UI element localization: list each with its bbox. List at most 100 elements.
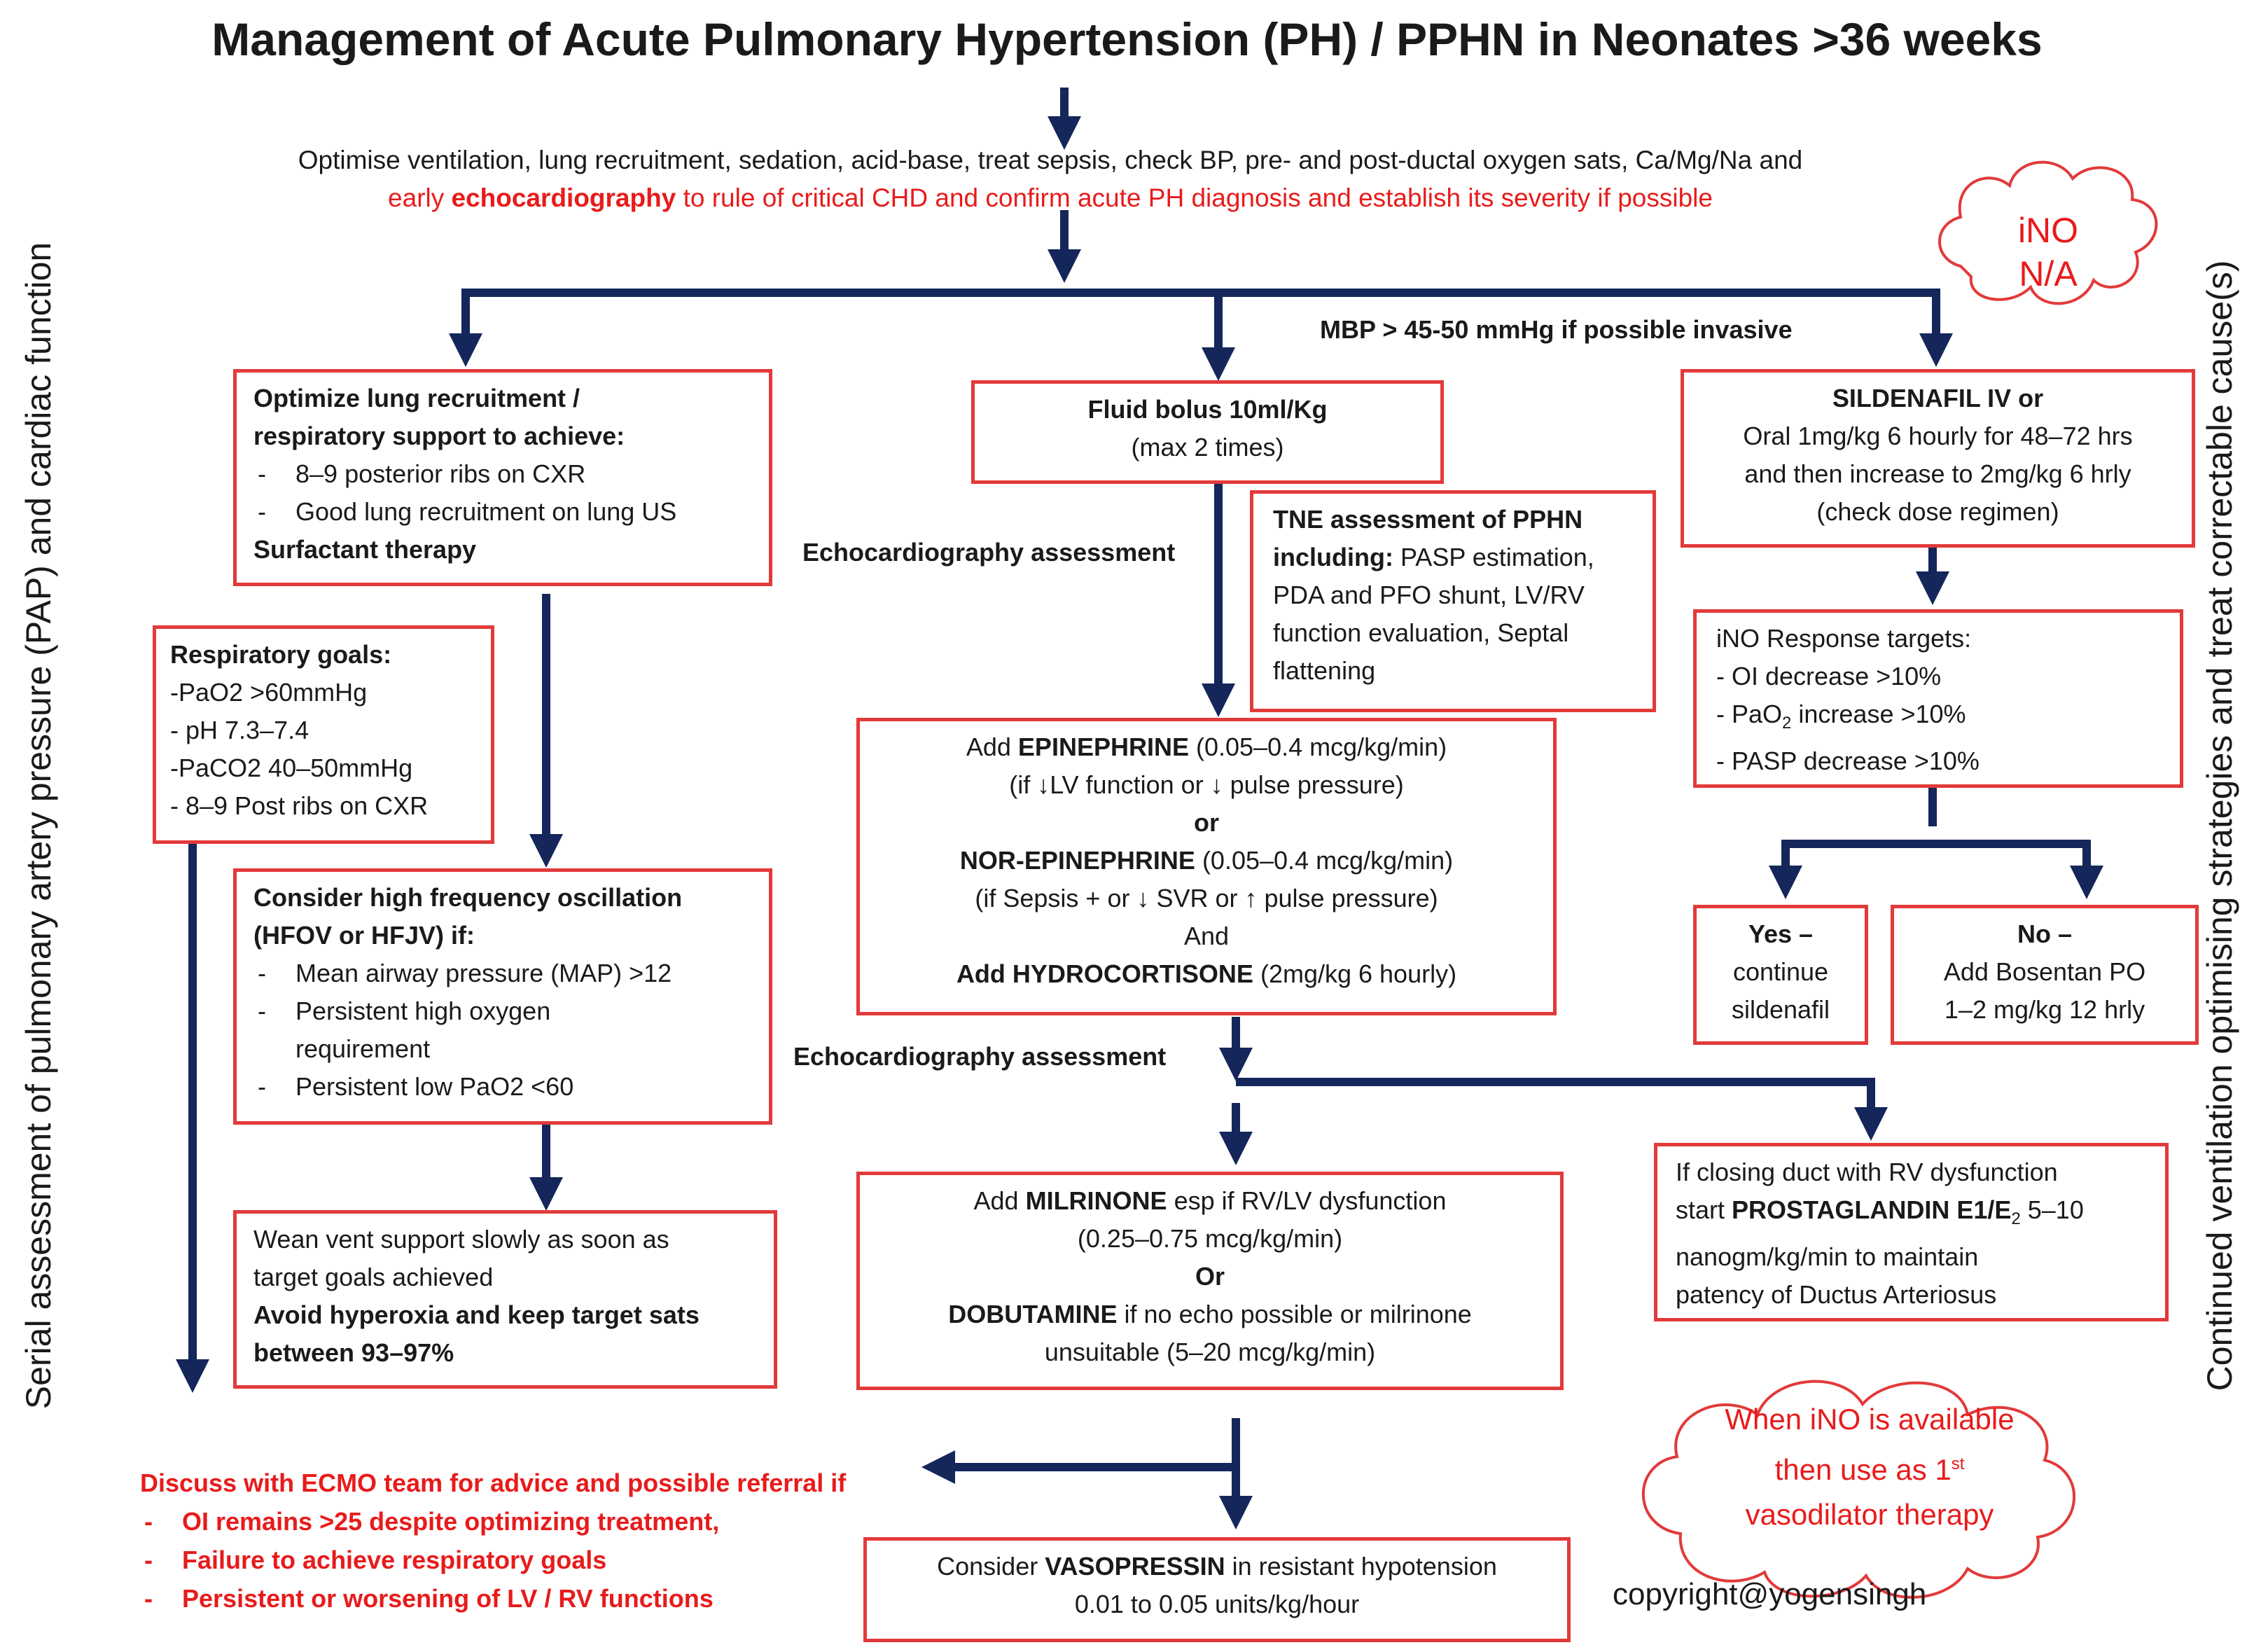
ino-na-line-2: N/A bbox=[2019, 254, 2078, 293]
mil-l1-bold: MILRINONE bbox=[1025, 1186, 1167, 1215]
pg-l2-pre: start bbox=[1676, 1195, 1732, 1224]
epi-line-7: Add HYDROCORTISONE (2mg/kg 6 hourly) bbox=[877, 955, 1536, 993]
pg-line-2: start PROSTAGLANDIN E1/E2 5–10 bbox=[1676, 1191, 2147, 1238]
epi-l1-bold: EPINEPHRINE bbox=[1017, 733, 1189, 761]
ino-available-text: When iNO is available then use as 1st va… bbox=[1674, 1397, 2066, 1537]
epi-l4-post: (0.05–0.4 mcg/kg/min) bbox=[1195, 846, 1454, 875]
ino-target-line-1: - OI decrease >10% bbox=[1716, 662, 1942, 690]
resp-goal-line: -PaO2 >60mmHg bbox=[170, 678, 368, 707]
copyright: copyright@yogensingh bbox=[1613, 1577, 1927, 1611]
resp-goals-heading: Respiratory goals: bbox=[170, 640, 392, 669]
sil-line-2: Oral 1mg/kg 6 hourly for 48–72 hrs bbox=[1743, 422, 2133, 450]
sildenafil-box: SILDENAFIL IV or Oral 1mg/kg 6 hourly fo… bbox=[1681, 369, 2195, 548]
no-line-1: No – bbox=[2017, 919, 2072, 948]
ino-available-cloud bbox=[1641, 1380, 2076, 1599]
sil-line-3: and then increase to 2mg/kg 6 hrly bbox=[1744, 459, 2131, 488]
left-side-label: Serial assessment of pulmonary artery pr… bbox=[19, 242, 58, 1410]
mil-l1-post: esp if RV/LV dysfunction bbox=[1167, 1186, 1447, 1215]
pg-line-3: nanogm/kg/min to maintain bbox=[1676, 1242, 1979, 1272]
ino-available-sup: st bbox=[1951, 1455, 1965, 1473]
hfo-box: Consider high frequency oscillation (HFO… bbox=[233, 868, 772, 1125]
ino-na-cloud bbox=[1938, 160, 2158, 305]
tne-bold-2: including: bbox=[1273, 543, 1393, 571]
resp-goal-line: -PaCO2 40–50mmHg bbox=[170, 754, 413, 782]
ino-available-line-1: When iNO is available bbox=[1725, 1403, 2015, 1436]
prostaglandin-box: If closing duct with RV dysfunction star… bbox=[1654, 1143, 2169, 1321]
lung-item: Good lung recruitment on lung US bbox=[253, 493, 752, 531]
ino-target-l2-pre: - PaO bbox=[1716, 700, 1783, 728]
mil-or: Or bbox=[1195, 1262, 1225, 1291]
pg-l2-sub: 2 bbox=[2011, 1209, 2021, 1229]
epi-line-1: Add EPINEPHRINE (0.05–0.4 mcg/kg/min) bbox=[877, 728, 1536, 766]
epi-line-4: NOR-EPINEPHRINE (0.05–0.4 mcg/kg/min) bbox=[877, 842, 1536, 880]
epi-l4-bold: NOR-EPINEPHRINE bbox=[959, 846, 1195, 875]
resp-goal-line: - pH 7.3–7.4 bbox=[170, 716, 309, 744]
ecmo-heading: Discuss with ECMO team for advice and po… bbox=[140, 1469, 847, 1497]
resp-goal-line: - 8–9 Post ribs on CXR bbox=[170, 791, 429, 820]
ecmo-item: Failure to achieve respiratory goals bbox=[140, 1541, 846, 1579]
mil-l4-post: if no echo possible or milrinone bbox=[1117, 1300, 1472, 1328]
wean-line-1: Wean vent support slowly as soon as bbox=[253, 1225, 669, 1254]
intro-line-1: Optimise ventilation, lung recruitment, … bbox=[298, 146, 1803, 174]
intro-line-2: early echocardiography to rule of critic… bbox=[105, 183, 1996, 213]
mil-l1-pre: Add bbox=[973, 1186, 1026, 1215]
tne-line-4: function evaluation, Septal bbox=[1273, 618, 1569, 647]
epi-l1-post: (0.05–0.4 mcg/kg/min) bbox=[1188, 733, 1447, 761]
pg-l2-post: 5–10 bbox=[2020, 1195, 2084, 1224]
no-box: No – Add Bosentan PO 1–2 mg/kg 12 hrly bbox=[1891, 905, 2199, 1045]
no-line-2: Add Bosentan PO bbox=[1943, 957, 2146, 986]
wean-bold-1: Avoid hyperoxia and keep target sats bbox=[253, 1300, 700, 1329]
respiratory-goals-box: Respiratory goals: -PaO2 >60mmHg - pH 7.… bbox=[153, 625, 494, 844]
mil-line-5: unsuitable (5–20 mcg/kg/min) bbox=[1044, 1338, 1376, 1366]
fluid-line-2: (max 2 times) bbox=[1131, 433, 1284, 461]
epinephrine-box: Add EPINEPHRINE (0.05–0.4 mcg/kg/min) (i… bbox=[856, 718, 1557, 1015]
hfo-item: Mean airway pressure (MAP) >12 bbox=[253, 955, 752, 992]
wean-box: Wean vent support slowly as soon as targ… bbox=[233, 1210, 777, 1389]
milrinone-box: Add MILRINONE esp if RV/LV dysfunction (… bbox=[856, 1172, 1564, 1390]
mil-line-1: Add MILRINONE esp if RV/LV dysfunction bbox=[877, 1182, 1543, 1220]
tne-assessment-box: TNE assessment of PPHN including: PASP e… bbox=[1250, 490, 1656, 712]
fluid-bolus-box: Fluid bolus 10ml/Kg (max 2 times) bbox=[971, 380, 1444, 484]
ecmo-item: OI remains >25 despite optimizing treatm… bbox=[140, 1502, 846, 1541]
ino-target-l2-post: increase >10% bbox=[1791, 700, 1966, 728]
ino-na-line-1: iNO bbox=[2017, 211, 2079, 250]
epi-l7-bold: Add HYDROCORTISONE bbox=[956, 959, 1253, 988]
intro-line-2-post: to rule of critical CHD and confirm acut… bbox=[676, 183, 1713, 212]
wean-bold-2: between 93–97% bbox=[253, 1338, 454, 1367]
epi-l7-post: (2mg/kg 6 hourly) bbox=[1253, 959, 1457, 988]
ino-na-text: iNO N/A bbox=[1968, 209, 2129, 296]
ecmo-item: Persistent or worsening of LV / RV funct… bbox=[140, 1579, 846, 1618]
no-line-3: 1–2 mg/kg 12 hrly bbox=[1944, 995, 2145, 1024]
tne-line-3: PDA and PFO shunt, LV/RV bbox=[1273, 581, 1585, 609]
mil-line-2: (0.25–0.75 mcg/kg/min) bbox=[1077, 1224, 1343, 1253]
ino-available-line-3: vasodilator therapy bbox=[1745, 1498, 1994, 1531]
sil-bold: SILDENAFIL IV or bbox=[1832, 384, 2044, 412]
mil-l4-bold: DOBUTAMINE bbox=[948, 1300, 1118, 1328]
ecmo-block: Discuss with ECMO team for advice and po… bbox=[140, 1464, 846, 1618]
vaso-l1-post: in resistant hypotension bbox=[1225, 1552, 1497, 1581]
yes-box: Yes – continue sildenafil bbox=[1693, 905, 1868, 1045]
mbp-note: MBP > 45-50 mmHg if possible invasive bbox=[1320, 315, 1793, 344]
lung-recruitment-box: Optimize lung recruitment / respiratory … bbox=[233, 369, 772, 586]
ino-targets-box: iNO Response targets: - OI decrease >10%… bbox=[1693, 609, 2183, 788]
yes-line-1: Yes – bbox=[1748, 919, 1814, 948]
ino-target-l2-sub: 2 bbox=[1782, 714, 1792, 733]
lung-heading-1: Optimize lung recruitment / bbox=[253, 384, 580, 412]
hfo-item: Persistent high oxygen requirement bbox=[253, 992, 604, 1068]
ino-target-line-2: - PaO2 increase >10% bbox=[1716, 695, 2160, 742]
epi-and: And bbox=[1183, 922, 1230, 950]
epi-or: or bbox=[1194, 808, 1219, 837]
wean-line-2: target goals achieved bbox=[253, 1263, 494, 1291]
hfo-heading-2: (HFOV or HFJV) if: bbox=[253, 921, 475, 950]
intro-line-2-bold: echocardiography bbox=[451, 183, 676, 212]
yes-line-2: continue bbox=[1732, 957, 1829, 986]
vaso-l1-pre: Consider bbox=[937, 1552, 1045, 1581]
echo-assessment-label-2: Echocardiography assessment bbox=[793, 1042, 1167, 1071]
echo-assessment-label-1: Echocardiography assessment bbox=[802, 538, 1176, 567]
pg-line-1: If closing duct with RV dysfunction bbox=[1676, 1158, 2058, 1186]
epi-line-5: (if Sepsis + or ↓ SVR or ↑ pulse pressur… bbox=[975, 884, 1438, 912]
hfo-heading-1: Consider high frequency oscillation bbox=[253, 883, 683, 912]
tne-bold-1: TNE assessment of PPHN bbox=[1273, 505, 1583, 534]
lung-heading-2: respiratory support to achieve: bbox=[253, 422, 625, 450]
